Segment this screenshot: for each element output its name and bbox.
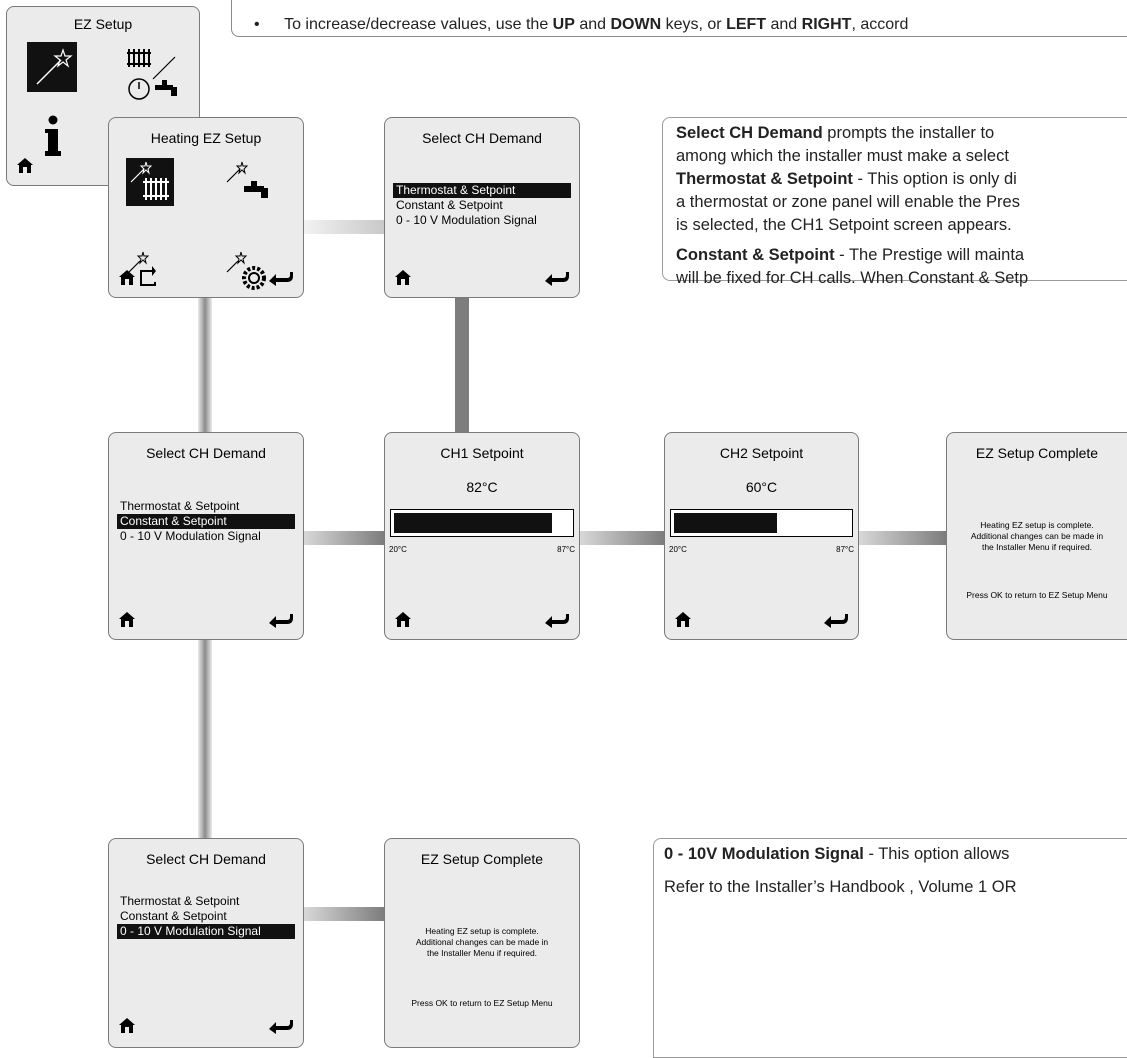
- screen-title: Select CH Demand: [146, 851, 266, 867]
- screen-title: EZ Setup: [73, 16, 133, 32]
- setpoint-fill: [394, 513, 552, 533]
- slider-min-label: 20°C: [389, 545, 407, 554]
- ez-setup-complete-screen-2: EZ Setup Complete Heating EZ setup is co…: [384, 838, 580, 1048]
- description-callout-demand: Select CH Demand prompts the installer t…: [662, 117, 1127, 287]
- option-modulation-signal[interactable]: 0 - 10 V Modulation Signal: [396, 213, 537, 227]
- setpoint-value: 60°C: [745, 479, 778, 495]
- home-icon[interactable]: [674, 611, 692, 628]
- complete-message: Heating EZ setup is complete. Additional…: [415, 926, 549, 958]
- select-ch-demand-screen-2: Select CH Demand Thermostat & Setpoint C…: [108, 432, 304, 640]
- option-thermostat-setpoint[interactable]: Thermostat & Setpoint: [393, 183, 571, 198]
- description-callout-modulation: 0 - 10V Modulation Signal - This option …: [653, 838, 1127, 1058]
- term-constant-setpoint: Constant & Setpoint: [676, 246, 835, 264]
- key-left: LEFT: [726, 16, 767, 33]
- back-icon[interactable]: [822, 611, 848, 629]
- heating-dhw-icon[interactable]: [125, 45, 185, 103]
- screen-title: CH1 Setpoint: [440, 445, 524, 461]
- demand-options: Thermostat & Setpoint Constant & Setpoin…: [117, 499, 295, 544]
- press-ok-text: Press OK to return to EZ Setup Menu: [966, 590, 1108, 600]
- screen-title: Heating EZ Setup: [150, 130, 262, 146]
- select-ch-demand-screen-3: Select CH Demand Thermostat & Setpoint C…: [108, 838, 304, 1048]
- settings-wizard-icon[interactable]: [222, 250, 274, 294]
- option-thermostat-setpoint[interactable]: Thermostat & Setpoint: [120, 499, 240, 513]
- slider-max-label: 87°C: [557, 545, 575, 554]
- home-icon[interactable]: [16, 157, 34, 174]
- demand-options: Thermostat & Setpoint Constant & Setpoin…: [393, 183, 571, 228]
- home-icon[interactable]: [118, 1017, 136, 1034]
- slider-max-label: 87°C: [836, 545, 854, 554]
- key-down: DOWN: [610, 16, 662, 33]
- connector-demand-2-to-ch1: [304, 531, 384, 545]
- info-icon[interactable]: [43, 115, 63, 159]
- home-icon[interactable]: [118, 269, 136, 286]
- option-constant-setpoint[interactable]: Constant & Setpoint: [117, 514, 295, 529]
- screen-title: Select CH Demand: [146, 445, 266, 461]
- back-icon[interactable]: [267, 611, 293, 629]
- back-icon[interactable]: [543, 611, 569, 629]
- back-icon[interactable]: [543, 269, 569, 287]
- key-up: UP: [552, 16, 575, 33]
- setpoint-value: 82°C: [466, 479, 498, 495]
- ch2-setpoint-screen: CH2 Setpoint 60°C 20°C 87°C: [664, 432, 859, 640]
- connector-heating-to-demand-1: [304, 220, 384, 234]
- option-constant-setpoint[interactable]: Constant & Setpoint: [120, 909, 227, 923]
- connector-demand-3-to-complete: [304, 907, 384, 921]
- demand-options: Thermostat & Setpoint Constant & Setpoin…: [117, 894, 295, 939]
- connector-ch1-to-ch2: [580, 531, 664, 545]
- screen-title: CH2 Setpoint: [719, 445, 804, 461]
- back-icon[interactable]: [267, 269, 293, 287]
- bullet: •: [254, 16, 260, 33]
- ez-setup-complete-screen-1: EZ Setup Complete Heating EZ setup is co…: [946, 432, 1127, 640]
- complete-message: Heating EZ setup is complete. Additional…: [970, 520, 1104, 552]
- setpoint-slider[interactable]: [390, 509, 574, 537]
- option-modulation-signal[interactable]: 0 - 10 V Modulation Signal: [120, 529, 261, 543]
- home-icon[interactable]: [394, 611, 412, 628]
- back-icon[interactable]: [267, 1017, 293, 1035]
- key-right: RIGHT: [801, 16, 852, 33]
- select-ch-demand-screen-1: Select CH Demand Thermostat & Setpoint C…: [384, 117, 580, 298]
- setpoint-slider[interactable]: [670, 509, 853, 537]
- screen-title: EZ Setup Complete: [420, 851, 544, 867]
- ez-setup-screen: EZ Setup: [6, 6, 200, 186]
- instruction-box: • To increase/decrease values, use the U…: [231, 0, 1127, 37]
- dhw-wizard-icon[interactable]: [222, 158, 274, 206]
- option-constant-setpoint[interactable]: Constant & Setpoint: [396, 198, 503, 212]
- connector-demand-1-to-ch1: [455, 298, 469, 432]
- ch1-setpoint-screen: CH1 Setpoint 82°C 20°C 87°C: [384, 432, 580, 640]
- setpoint-fill: [674, 513, 777, 533]
- home-icon[interactable]: [394, 269, 412, 286]
- screen-title: EZ Setup Complete: [975, 445, 1099, 461]
- wizard-icon[interactable]: [27, 42, 77, 92]
- option-thermostat-setpoint[interactable]: Thermostat & Setpoint: [120, 894, 240, 908]
- option-modulation-signal[interactable]: 0 - 10 V Modulation Signal: [117, 924, 295, 939]
- slider-min-label: 20°C: [669, 545, 687, 554]
- term-thermostat-setpoint: Thermostat & Setpoint: [676, 170, 853, 188]
- home-icon[interactable]: [118, 611, 136, 628]
- cycle-wizard-icon[interactable]: [126, 250, 174, 290]
- term-select-ch-demand: Select CH Demand: [676, 124, 823, 142]
- screen-title: Select CH Demand: [422, 130, 542, 146]
- ch-wizard-icon[interactable]: [126, 158, 174, 206]
- connector-heating-to-demand-2: [198, 298, 212, 432]
- press-ok-text: Press OK to return to EZ Setup Menu: [411, 998, 553, 1008]
- instruction-text: • To increase/decrease values, use the U…: [254, 16, 909, 33]
- connector-demand-2-to-demand-3: [198, 640, 212, 838]
- term-modulation-signal: 0 - 10V Modulation Signal: [664, 845, 864, 863]
- heating-ez-setup-screen: Heating EZ Setup: [108, 117, 304, 298]
- connector-ch2-to-complete: [859, 531, 946, 545]
